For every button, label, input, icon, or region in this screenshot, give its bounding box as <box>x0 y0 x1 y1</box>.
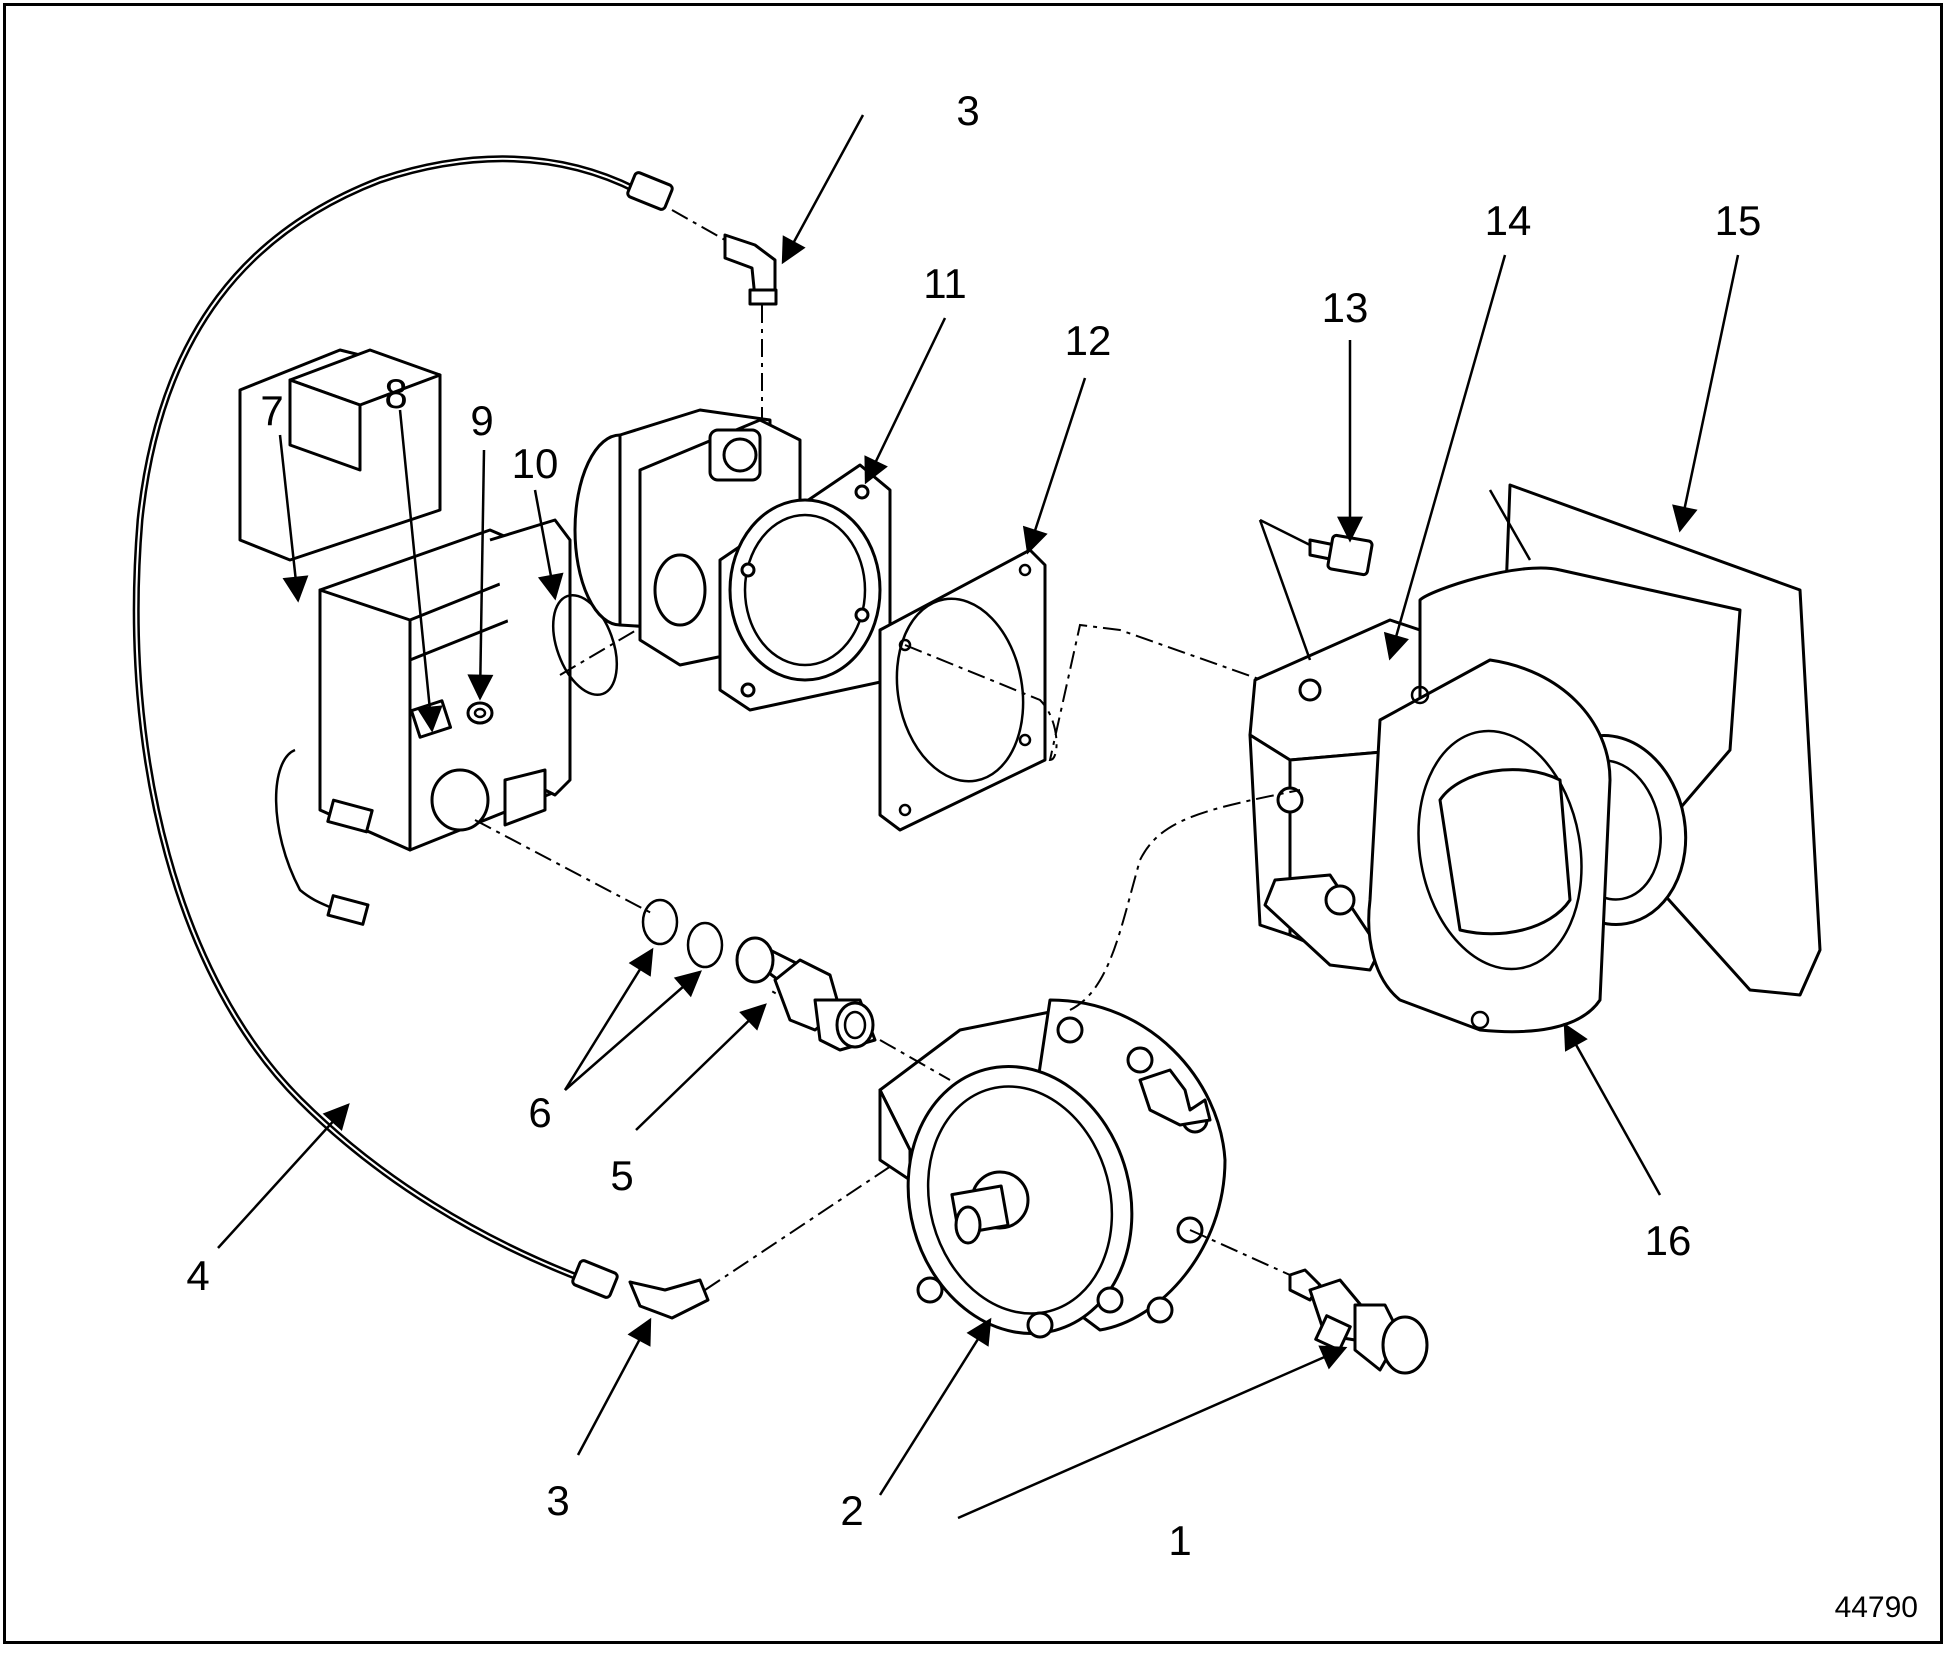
callout-3-upper: 3 <box>956 87 979 134</box>
leader-10 <box>533 489 564 601</box>
callout-10: 10 <box>512 440 559 487</box>
turbo-volute-ring <box>1367 658 1612 1034</box>
callout-4: 4 <box>186 1252 209 1299</box>
leader-2 <box>878 1317 992 1496</box>
callout-8: 8 <box>384 370 407 417</box>
leader-6b <box>564 970 702 1091</box>
adapter-fitting-5 <box>735 936 877 1052</box>
leader-4 <box>217 1103 350 1249</box>
leader-8 <box>398 409 443 733</box>
gasket-12 <box>878 548 1047 832</box>
leader-7 <box>278 434 309 603</box>
elbow-fitting-lower <box>628 1159 901 1320</box>
figure-id: 44790 <box>1835 1591 1918 1624</box>
callout-12: 12 <box>1065 317 1112 364</box>
valve-body-assembly <box>238 348 572 926</box>
callout-5: 5 <box>610 1152 633 1199</box>
callout-14: 14 <box>1485 197 1532 244</box>
leader-5 <box>635 1003 767 1131</box>
callout-9: 9 <box>470 397 493 444</box>
figure-border <box>3 3 1943 1644</box>
throttle-body-adapter <box>573 408 892 712</box>
callout-13: 13 <box>1322 284 1369 331</box>
callout-15: 15 <box>1715 197 1762 244</box>
elbow-fitting-upper <box>671 209 778 420</box>
leader-6a <box>563 947 654 1091</box>
fuel-pump <box>878 998 1227 1339</box>
drain-valve <box>1288 1268 1429 1375</box>
callout-1: 1 <box>1168 1517 1191 1564</box>
leader-3a <box>781 114 865 265</box>
fuel-line-hose <box>132 155 674 1299</box>
leader-9 <box>467 449 494 701</box>
leader-1 <box>957 1345 1348 1520</box>
seal-ring-6b <box>686 921 724 969</box>
callout-7: 7 <box>260 387 283 434</box>
leader-14 <box>1383 254 1507 661</box>
callout-3-lower: 3 <box>546 1477 569 1524</box>
callout-11: 11 <box>923 260 967 307</box>
washer-9 <box>466 701 494 725</box>
leader-11 <box>864 317 947 485</box>
leader-3b <box>576 1317 652 1456</box>
callout-2: 2 <box>840 1487 863 1534</box>
callout-6: 6 <box>528 1089 551 1136</box>
callout-16: 16 <box>1645 1217 1692 1264</box>
leader-16 <box>1563 1022 1662 1196</box>
o-ring-10 <box>551 593 619 697</box>
leader-12 <box>1022 377 1087 555</box>
seal-ring-6a <box>641 898 679 946</box>
leader-15 <box>1672 254 1740 533</box>
bolt-13 <box>1258 518 1374 661</box>
